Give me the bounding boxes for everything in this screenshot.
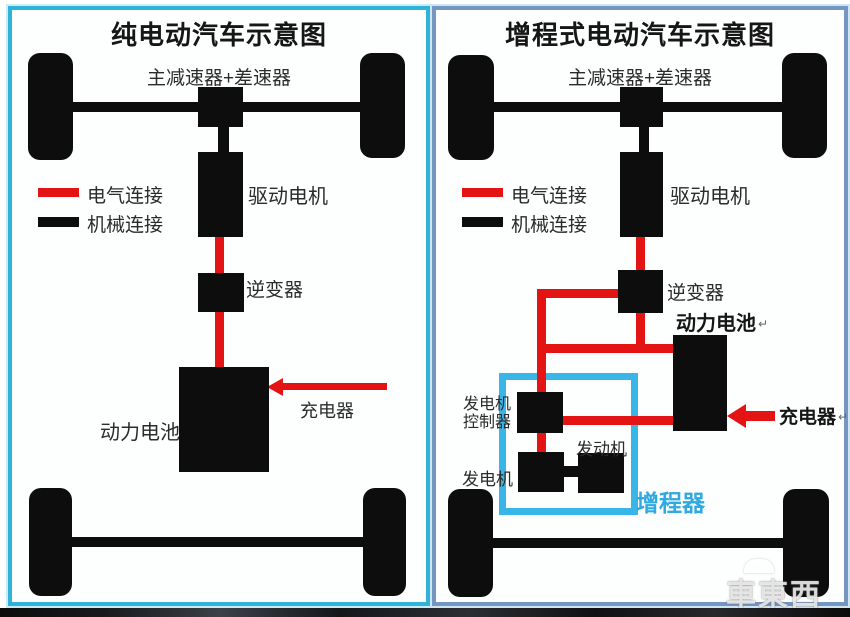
bev-charger-arrow-shaft [283, 383, 387, 390]
generator-label: 发电机 [462, 470, 513, 489]
bev-front-left-wheel [28, 53, 73, 160]
erev-rear-left-wheel [448, 489, 493, 597]
bev-driveshaft-link [218, 127, 229, 153]
bev-legend-mechanical-label: 机械连接 [87, 215, 164, 236]
erev-panel: 增程式电动汽车示意图 主减速器+差速器 驱动电机 逆变器 动力电池↵ 充电器↵ [432, 6, 848, 612]
bev-reducer-label: 主减速器+差速器 [146, 68, 292, 89]
erev-legend-mechanical-label: 机械连接 [511, 215, 588, 236]
range-extender-box [499, 373, 638, 515]
engine-box [578, 453, 624, 493]
erev-motor-label: 驱动电机 [670, 186, 750, 208]
erev-reducer-box [620, 87, 663, 127]
bev-battery-box [179, 367, 269, 472]
erev-front-left-wheel [448, 55, 494, 160]
erev-charger-arrow-icon [727, 404, 746, 428]
generator-controller-box [517, 392, 563, 433]
bev-legend-mechanical-swatch [38, 217, 79, 227]
erev-battery-box [673, 335, 727, 431]
erev-battery-label-text: 动力电池 [676, 313, 756, 335]
bev-rear-left-wheel [29, 488, 72, 596]
bev-wire-inverter-battery [215, 310, 224, 370]
watermark-text: 車東西 [726, 579, 822, 612]
erev-driveshaft-link [639, 127, 649, 153]
bev-battery-label: 动力电池 [100, 422, 180, 444]
bev-charger-label: 充电器 [300, 401, 354, 421]
erev-wire-controller-battery-horizontal [542, 416, 677, 425]
erev-charger-label-text: 充电器 [779, 407, 837, 428]
return-mark-icon: ↵ [838, 410, 849, 424]
watermark-car-icon [744, 559, 774, 573]
erev-wire-inverter-to-battery-vertical [636, 311, 645, 353]
erev-inverter-label: 逆变器 [667, 283, 725, 304]
erev-wire-inverter-to-controller-vertical [537, 289, 546, 394]
erev-legend-mechanical-swatch [462, 217, 503, 227]
bev-legend-electrical-label: 电气连接 [87, 186, 164, 207]
erev-motor-box [620, 152, 663, 237]
bev-legend-electrical-swatch [38, 188, 79, 197]
generator-box [518, 452, 564, 492]
range-extender-label: 增程器 [636, 490, 705, 516]
erev-legend-electrical-label: 电气连接 [511, 186, 588, 207]
erev-wire-motor-inverter [636, 235, 645, 275]
bev-inverter-box [198, 273, 244, 312]
erev-wire-controller-to-battery [541, 344, 677, 353]
erev-charger-arrow-shaft [746, 411, 775, 421]
bev-wire-motor-inverter [215, 235, 224, 275]
bottom-video-strip [0, 608, 850, 617]
bev-panel: 纯电动汽车示意图 主减速器+差速器 驱动电机 逆变器 动力电池 充电器 电气连接… [8, 6, 430, 606]
bev-rear-right-wheel [363, 488, 406, 596]
erev-battery-label: 动力电池↵ [676, 307, 768, 336]
erev-reducer-label: 主减速器+差速器 [567, 68, 713, 89]
generator-controller-label: 发电机 控制器 [458, 396, 516, 432]
bev-front-right-wheel [360, 53, 405, 158]
bev-charger-arrow-icon [267, 378, 283, 396]
erev-rear-right-wheel [783, 489, 829, 597]
generator-engine-link [563, 466, 579, 477]
bev-reducer-box [198, 87, 243, 127]
erev-inverter-box [618, 270, 663, 313]
erev-rear-axle [492, 538, 785, 548]
generator-controller-label-line1: 发电机 [462, 396, 511, 413]
erev-title: 增程式电动汽车示意图 [504, 20, 775, 50]
bev-rear-axle [72, 537, 363, 547]
engine-label: 发动机 [576, 440, 627, 459]
bev-motor-box [198, 152, 243, 237]
erev-front-right-wheel [782, 53, 827, 158]
generator-controller-label-line2: 控制器 [462, 414, 511, 431]
bev-motor-label: 驱动电机 [248, 186, 328, 208]
bev-title: 纯电动汽车示意图 [110, 20, 327, 50]
erev-wire-controller-to-generator [537, 431, 546, 454]
erev-wire-inverter-to-controller-horizontal [537, 289, 622, 298]
return-mark-icon: ↵ [758, 317, 769, 331]
bev-inverter-label: 逆变器 [246, 280, 304, 301]
erev-legend-electrical-swatch [462, 188, 503, 197]
erev-charger-label: 充电器↵ [779, 402, 848, 429]
